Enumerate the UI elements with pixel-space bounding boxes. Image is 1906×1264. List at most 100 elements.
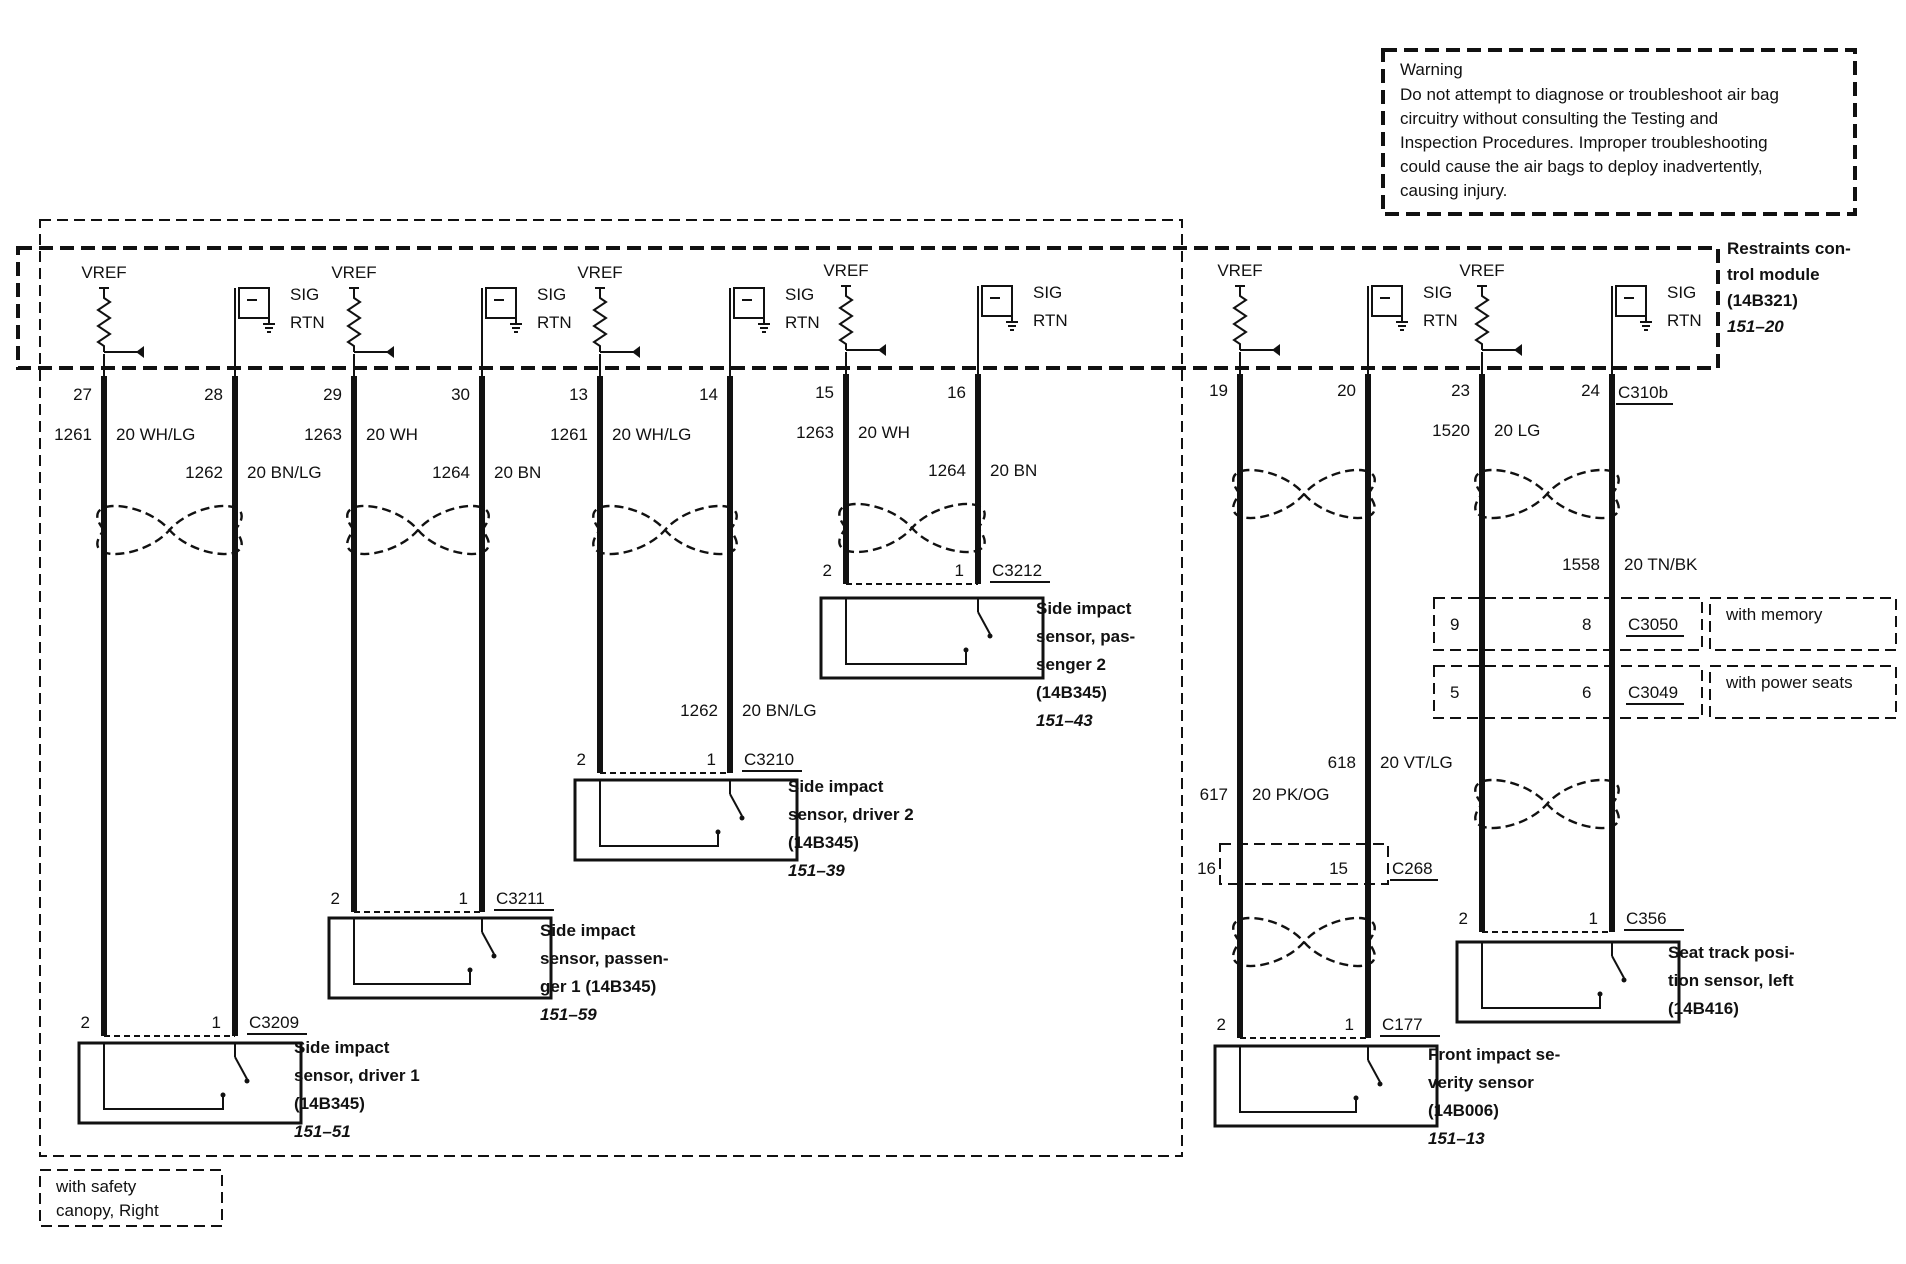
sig-label: SIG: [1667, 283, 1696, 302]
wire-color: 20 BN/LG: [247, 463, 322, 482]
sensor-name: (14B416): [1668, 999, 1739, 1018]
sig-box: [733, 287, 765, 319]
connector-pin: 2: [331, 889, 340, 908]
circuit-number: 618: [1328, 753, 1356, 772]
vref-arrow: [386, 346, 394, 358]
sensor-name: (14B345): [1036, 683, 1107, 702]
module-name: trol module: [1727, 265, 1820, 284]
module-pin: 19: [1209, 381, 1228, 400]
module-pin: 20: [1337, 381, 1356, 400]
circuit-number: 1263: [796, 423, 834, 442]
module-name: Restraints con-: [1727, 239, 1851, 258]
sensor-name: Side impact: [294, 1038, 390, 1057]
switch-contact: [715, 829, 721, 835]
sensor-name: sensor, pas-: [1036, 627, 1135, 646]
vref-arrow: [1514, 344, 1522, 356]
connector-name: C3211: [496, 889, 545, 908]
sig-box: [1371, 285, 1403, 317]
connector-pin: 9: [1450, 615, 1459, 634]
inline-connector: [1433, 665, 1703, 719]
module-pin: 24: [1581, 381, 1600, 400]
option-note: with power seats: [1725, 673, 1853, 692]
twisted-pair: [1474, 468, 1620, 520]
sensor-name: verity sensor: [1428, 1073, 1534, 1092]
safety-canopy-note: canopy, Right: [56, 1201, 159, 1220]
circuit-number: 1262: [185, 463, 223, 482]
circuit-number: 1264: [432, 463, 470, 482]
connector-pin: 6: [1582, 683, 1591, 702]
module-pin: 13: [569, 385, 588, 404]
safety-canopy-option: with safety canopy, Right: [39, 219, 1183, 1227]
module-pin: 30: [451, 385, 470, 404]
module-pin: 28: [204, 385, 223, 404]
sensor-name: ger 1 (14B345): [540, 977, 656, 996]
rtn-label: RTN: [537, 313, 572, 332]
switch-blade: [1611, 955, 1625, 979]
twisted-pair: [592, 504, 738, 556]
vref-label: VREF: [331, 263, 376, 282]
sig-box: [981, 285, 1013, 317]
connector-pin: 1: [212, 1013, 221, 1032]
wire-color: 20 BN/LG: [742, 701, 817, 720]
switch-contact: [467, 967, 473, 973]
sensor-name: (14B345): [788, 833, 859, 852]
circuit-number: 617: [1200, 785, 1228, 804]
module-ref: 151–20: [1727, 317, 1784, 336]
warning-line: circuitry without consulting the Testing…: [1400, 109, 1718, 128]
connector-name: C177: [1382, 1015, 1423, 1034]
switch-blade: [234, 1056, 248, 1080]
resistor-symbol: [1232, 286, 1248, 350]
circuit-number: 1558: [1562, 555, 1600, 574]
sensor-name: Seat track posi-: [1668, 943, 1795, 962]
circuit-number: 1264: [928, 461, 966, 480]
sensor-name: sensor, driver 2: [788, 805, 914, 824]
sensor-internal-wire: [1481, 942, 1601, 1009]
sensor-internal-wire: [599, 780, 719, 847]
sensor-ref: 151–43: [1036, 711, 1093, 730]
sensor-name: sensor, driver 1: [294, 1066, 420, 1085]
switch-blade: [977, 611, 991, 635]
sensor-ref: 151–59: [540, 1005, 597, 1024]
connector-pin: 8: [1582, 615, 1591, 634]
twisted-pair: [838, 502, 986, 554]
module-pin: 16: [947, 383, 966, 402]
sig-label: SIG: [1033, 283, 1062, 302]
connector-pin: 1: [1589, 909, 1598, 928]
sensor-name: Side impact: [540, 921, 636, 940]
sensor-box: [77, 1041, 303, 1125]
switch-contact: [739, 815, 745, 821]
switch-contact: [963, 647, 969, 653]
wire-color: 20 WH/LG: [612, 425, 691, 444]
module-part: (14B321): [1727, 291, 1798, 310]
twisted-pair: [1232, 916, 1376, 968]
sensor-internal-wire: [103, 1043, 224, 1110]
connector-name: C3050: [1628, 615, 1678, 634]
connector-pin: 1: [1345, 1015, 1354, 1034]
sensor-ref: 151–51: [294, 1122, 351, 1141]
sig-label: SIG: [1423, 283, 1452, 302]
connector-pin: 2: [1459, 909, 1468, 928]
connector-name: C3210: [744, 750, 794, 769]
connector-pin: 15: [1329, 859, 1348, 878]
switch-contact: [1621, 977, 1627, 983]
sensor-name: Front impact se-: [1428, 1045, 1560, 1064]
safety-canopy-note: with safety: [55, 1177, 137, 1196]
resistor-symbol: [346, 288, 362, 352]
resistor-symbol: [592, 288, 608, 352]
circuit-number: 1520: [1432, 421, 1470, 440]
wire-color: 20 BN: [990, 461, 1037, 480]
vref-arrow: [136, 346, 144, 358]
connector-pin: 2: [577, 750, 586, 769]
sig-box: [1615, 285, 1647, 317]
circuit-number: 1262: [680, 701, 718, 720]
rtn-label: RTN: [290, 313, 325, 332]
module-pin: 27: [73, 385, 92, 404]
sensor-name: (14B345): [294, 1094, 365, 1113]
vref-arrow: [878, 344, 886, 356]
sig-label: SIG: [290, 285, 319, 304]
rtn-label: RTN: [785, 313, 820, 332]
